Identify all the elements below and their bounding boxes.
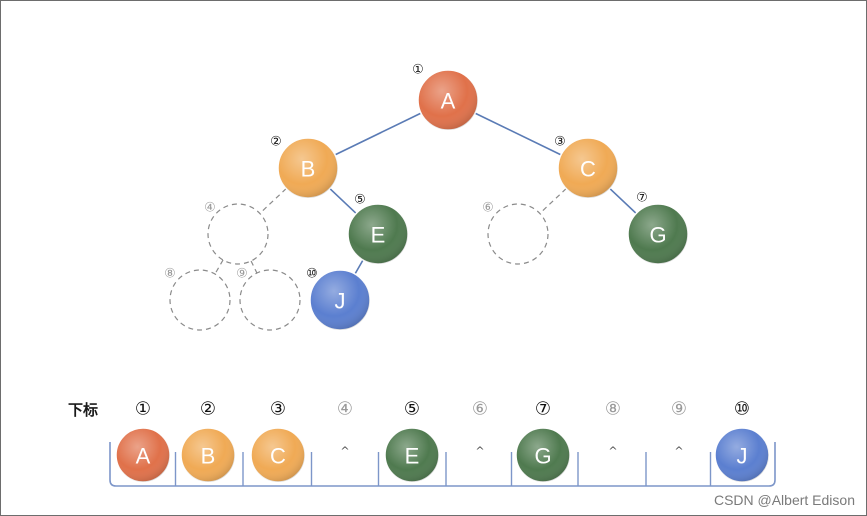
tree-node-empty: ⑧ [164,267,231,331]
node-index-label: ⑧ [164,267,176,282]
tree-edge-empty [539,188,567,214]
tree-node-a: A① [412,63,479,131]
node-shade [278,138,338,198]
node-shade [628,204,688,264]
array-bracket [109,442,776,487]
tree-edge-empty [250,260,258,274]
node-shade [348,204,408,264]
tree-edge [334,112,422,156]
array-cell-label: E [405,444,420,469]
node-index-label: ⑥ [482,201,494,216]
array-index-label: ⑤ [404,399,420,420]
node-shade [310,270,370,330]
node-label: B [301,157,316,182]
array-index-label: ② [200,399,216,420]
tree-edge [474,112,562,156]
array-cell-shade [715,428,769,482]
array-cell-shade [385,428,439,482]
watermark: CSDN @Albert Edison [713,492,855,508]
node-index-label: ⑩ [306,267,318,282]
array-index-label: ③ [270,399,286,420]
node-index-label: ⑦ [636,191,648,206]
array-cell-label: B [201,444,216,469]
array-empty-mark: ^ [340,445,349,458]
tree-edges [214,112,637,275]
array-empty-mark: ^ [608,445,617,458]
array-cell-label: G [534,444,551,469]
tree-node-empty: ④ [204,201,269,265]
array-cell-label: A [136,444,151,469]
array-index-label: ④ [337,399,353,420]
array-empty-mark: ^ [475,445,484,458]
array-cell-shade [251,428,305,482]
node-label: C [580,157,596,182]
node-index-label: ① [412,63,424,78]
empty-node-circle [239,269,301,331]
tree-edge [609,187,637,215]
node-label: J [335,289,346,314]
tree-node-j: J⑩ [306,267,371,331]
tree-edge [329,187,357,215]
array-index-label: ① [135,399,151,420]
array-index-label: ⑧ [605,399,621,420]
tree-edge-empty [214,259,224,275]
array-index-label: ⑩ [734,399,750,420]
tree-edge [354,259,364,275]
tree-node-empty: ⑨ [236,267,301,331]
node-label: G [649,223,666,248]
empty-node-circle [207,203,269,265]
array-index-label: ⑥ [472,399,488,420]
array-cell-label: J [737,444,748,469]
node-shade [558,138,618,198]
tree-node-g: G⑦ [627,191,689,265]
array-row: 下标 ① A ② B ③ C ④ ^ ⑤ E ⑥ ^ ⑦ G ⑧ ^ ⑨ ^ ⑩ J [68,399,776,487]
node-index-label: ③ [554,135,566,150]
node-index-label: ④ [204,201,216,216]
array-cell-shade [516,428,570,482]
node-index-label: ⑤ [354,193,366,208]
tree-node-empty: ⑥ [482,201,549,265]
row-label: 下标 [68,401,98,419]
array-cell-shade [181,428,235,482]
tree-node-c: C③ [554,135,619,199]
array-cell-label: C [270,444,286,469]
tree-node-e: E⑤ [347,193,409,265]
node-index-label: ⑨ [236,267,248,282]
empty-node-circle [487,203,549,265]
node-label: A [441,89,456,114]
tree-node-b: B② [270,135,339,199]
tree-edge-empty [259,188,287,214]
array-cell-shade [116,428,170,482]
node-index-label: ② [270,135,282,150]
node-label: E [371,223,386,248]
node-shade [418,70,478,130]
array-empty-mark: ^ [674,445,683,458]
array-index-label: ⑨ [671,399,687,420]
empty-node-circle [169,269,231,331]
array-index-label: ⑦ [535,399,551,420]
